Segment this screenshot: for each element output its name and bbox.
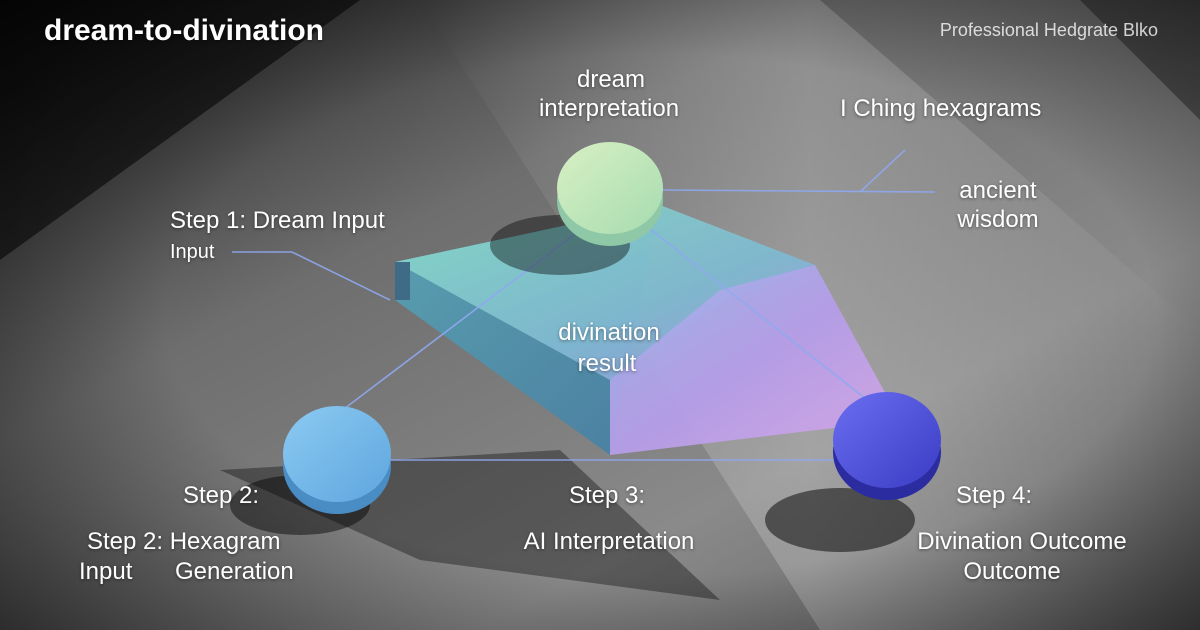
- node-top-label-2: interpretation: [538, 95, 680, 122]
- watermark: Professional Hedgrate Blko: [939, 20, 1158, 40]
- annotation-ancient-2: wisdom: [957, 206, 1039, 233]
- annotation-ancient-1: ancient: [959, 177, 1037, 204]
- step3-title: AI Interpretation: [523, 528, 695, 555]
- page-title: dream-to-divination: [44, 14, 325, 47]
- node-top-label-1: dream: [576, 66, 646, 93]
- center-label-2: result: [577, 350, 637, 377]
- step4-sub: Outcome: [963, 558, 1061, 585]
- step2-sub-left: Input: [79, 558, 133, 585]
- annotation-iching: I Ching hexagrams: [840, 95, 1042, 122]
- step2-heading: Step 2:: [183, 482, 260, 509]
- step1-title: Step 1: Dream Input: [170, 207, 385, 234]
- step4-title: Divination Outcome: [917, 528, 1127, 555]
- step2-title: Step 2: Hexagram: [87, 528, 281, 555]
- step1-sub: Input: [170, 241, 215, 263]
- step3-heading: Step 3:: [568, 482, 646, 509]
- step4-heading: Step 4:: [955, 482, 1033, 509]
- center-label-1: divination: [558, 319, 660, 346]
- step2-sub-right: Generation: [175, 558, 294, 585]
